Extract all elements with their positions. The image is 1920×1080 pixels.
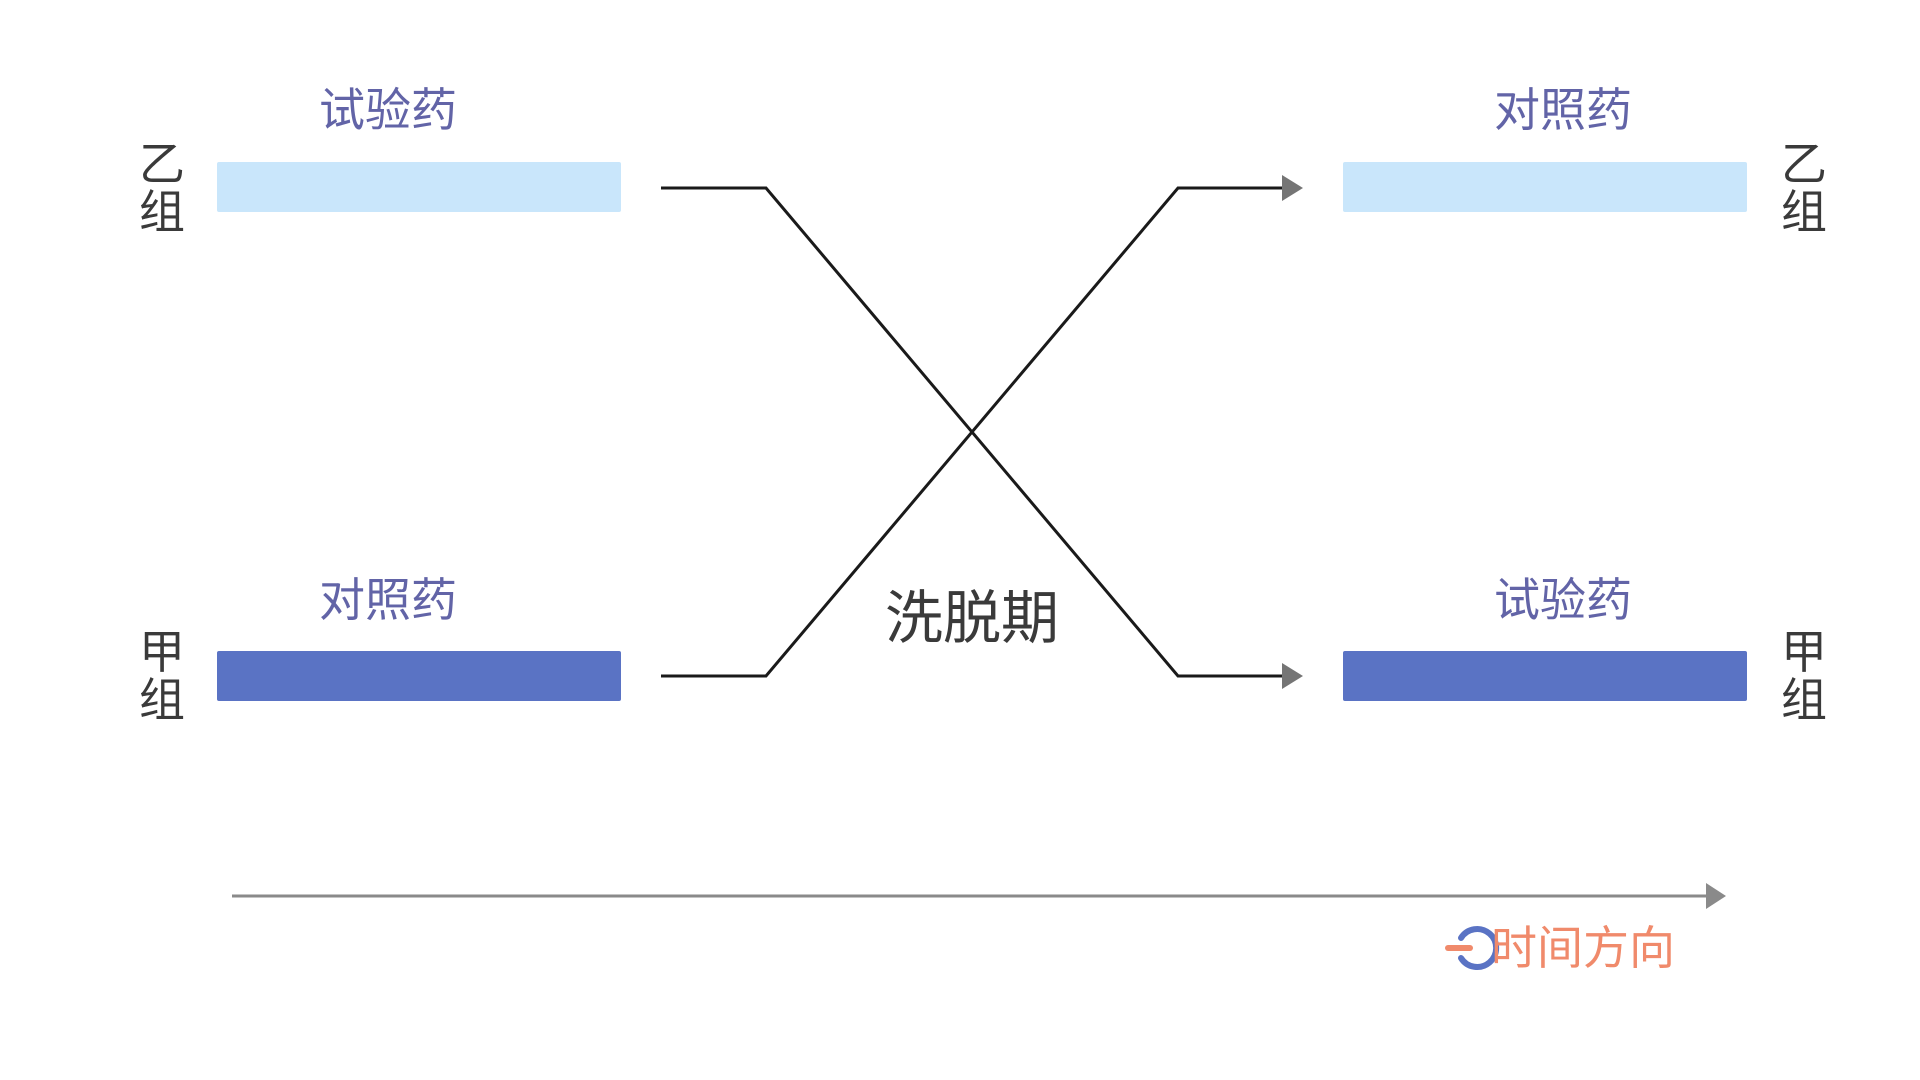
left-group-a-char-2: 组 bbox=[139, 673, 185, 727]
right-group-a-char-2: 组 bbox=[1781, 673, 1827, 727]
left-group-b-char-1: 乙 bbox=[139, 137, 185, 191]
period1-group-b-test-drug-bar bbox=[217, 162, 621, 212]
right-group-a-char-1: 甲 bbox=[1781, 625, 1827, 679]
period2-group-b-control-drug-bar bbox=[1343, 162, 1747, 212]
left-group-a-char-1: 甲 bbox=[139, 625, 185, 679]
time-direction-label: 时间方向 bbox=[1491, 921, 1675, 975]
left-group-a-label: 甲 组 bbox=[139, 625, 185, 727]
crossover-arrowhead-top bbox=[1282, 175, 1303, 201]
period2-group-a-drug-label: 试验药 bbox=[1494, 573, 1632, 627]
left-group-b-char-2: 组 bbox=[139, 185, 185, 239]
period1-group-a-control-drug-bar bbox=[217, 651, 621, 701]
refresh-arrow-icon bbox=[1445, 926, 1500, 970]
period2-group-a-test-drug-bar bbox=[1343, 651, 1747, 701]
washout-period-label: 洗脱期 bbox=[885, 584, 1059, 652]
period1-group-b-drug-label: 试验药 bbox=[319, 83, 457, 137]
time-axis-arrowhead bbox=[1706, 883, 1726, 909]
crossover-line-group-a bbox=[661, 186, 1283, 678]
period2-group-b-drug-label: 对照药 bbox=[1494, 83, 1632, 137]
right-group-b-label: 乙 组 bbox=[1781, 137, 1827, 239]
right-group-a-label: 甲 组 bbox=[1781, 625, 1827, 727]
right-group-b-char-1: 乙 bbox=[1781, 137, 1827, 191]
right-group-b-char-2: 组 bbox=[1781, 185, 1827, 239]
crossover-arrowhead-bottom bbox=[1282, 663, 1303, 689]
left-group-b-label: 乙 组 bbox=[139, 137, 185, 239]
period1-group-a-drug-label: 对照药 bbox=[319, 573, 457, 627]
